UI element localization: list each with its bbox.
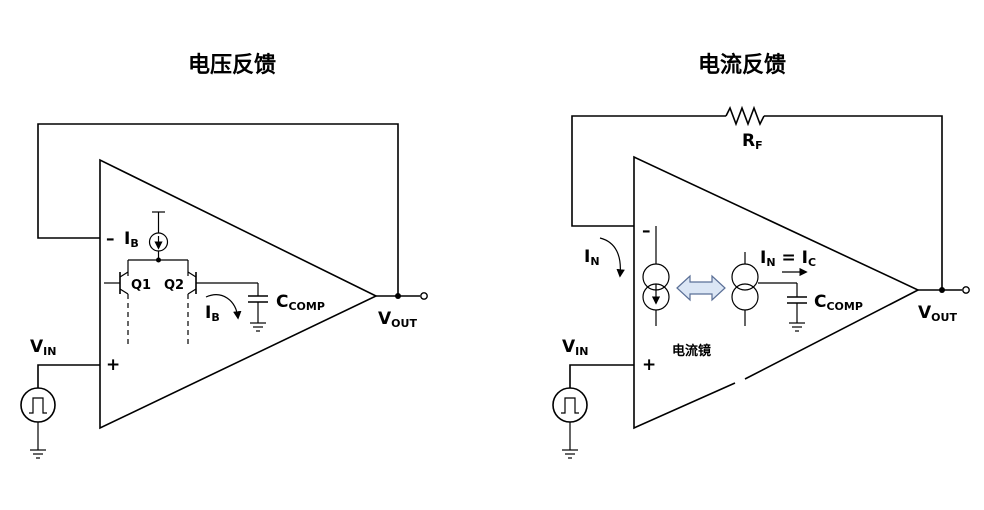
right-opamp-triangle [633, 155, 920, 430]
right-output-node [939, 287, 945, 293]
mirror-double-arrow [676, 274, 726, 302]
left-opamp-triangle [99, 158, 378, 430]
left-output-terminal [420, 292, 428, 300]
right-feedback-wire-left [571, 115, 726, 227]
rf-label: RF [742, 131, 763, 152]
current-feedback-circuit: 电流反馈 RF VOUT – + IN [552, 52, 970, 459]
left-ib-top-label: IB [124, 229, 139, 250]
left-plus-sign: + [106, 355, 120, 375]
left-pulse-source [20, 387, 56, 459]
voltage-feedback-circuit: 电压反馈 – + IB [20, 52, 428, 459]
mirror-label: 电流镜 [672, 343, 711, 359]
left-differential-pair [104, 259, 258, 345]
right-in-curved-arrow [599, 237, 625, 278]
right-output-terminal [962, 286, 970, 294]
right-plus-sign: + [642, 355, 656, 375]
left-vout-label: VOUT [378, 309, 417, 330]
left-ccomp-capacitor [248, 283, 268, 332]
left-ib-right-label: IB [205, 303, 220, 324]
left-input-wire [37, 364, 100, 388]
right-pulse-source [552, 387, 588, 459]
right-in-label: IN [584, 247, 600, 268]
right-ccomp-label: CCOMP [814, 292, 863, 313]
left-feedback-wire [37, 123, 399, 296]
right-mirror-source [731, 252, 797, 326]
left-output-node [395, 293, 401, 299]
left-current-source [148, 211, 169, 263]
right-vout-label: VOUT [918, 303, 957, 324]
right-minus-sign: – [642, 221, 651, 241]
left-mirror-source [642, 226, 670, 326]
left-title: 电压反馈 [188, 52, 276, 78]
left-minus-sign: – [106, 229, 115, 249]
right-title: 电流反馈 [698, 52, 786, 78]
left-vin-label: VIN [30, 337, 56, 358]
in-eq-ic-label: IN = IC [760, 248, 816, 269]
left-q2-label: Q2 [164, 278, 184, 293]
left-ib-curved-arrow [205, 294, 242, 320]
right-ccomp-capacitor [787, 283, 807, 332]
right-vin-label: VIN [562, 337, 588, 358]
left-q1-label: Q1 [131, 278, 151, 293]
left-ccomp-label: CCOMP [276, 292, 325, 313]
rf-resistor [725, 105, 765, 127]
right-input-wire [569, 364, 634, 388]
right-feedback-wire-right [764, 115, 943, 290]
